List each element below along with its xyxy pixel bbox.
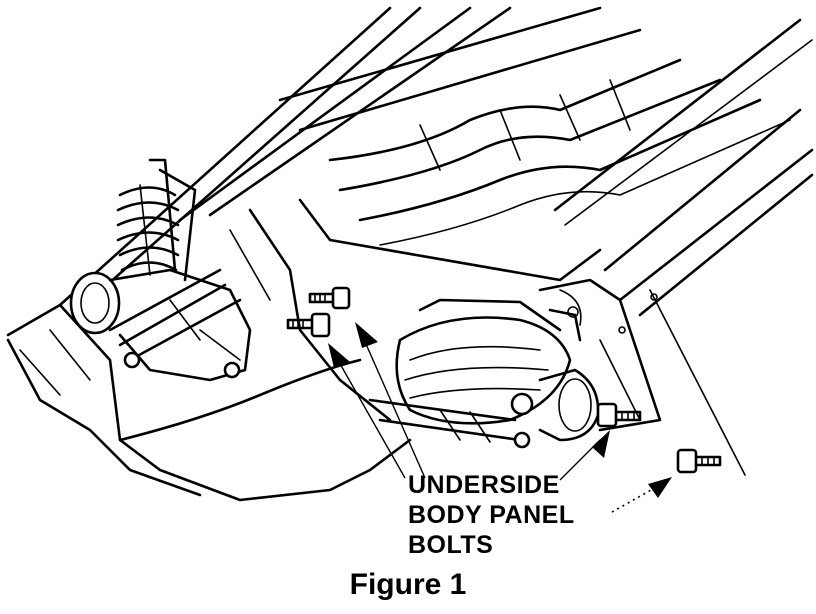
bolt-3: [596, 402, 642, 428]
right-hub-assembly: [368, 368, 600, 449]
left-hub-assembly: [69, 268, 252, 382]
differential-housing: [395, 289, 582, 425]
figure-caption: Figure 1: [349, 568, 467, 601]
callout-line-2: BODY PANEL: [408, 501, 575, 529]
bolt-1: [308, 286, 351, 310]
callout-line-3: BOLTS: [408, 531, 494, 559]
bolt-2: [286, 312, 331, 338]
frame-rails: [58, 6, 814, 317]
callout-label: UNDERSIDE BODY PANEL BOLTS: [408, 470, 575, 560]
callout-line-1: UNDERSIDE: [408, 471, 560, 499]
bolt-4: [676, 448, 722, 474]
right-body-panel: [538, 278, 746, 476]
leader-lines: [328, 322, 672, 513]
left-body-panel: [6, 208, 412, 502]
crossmembers: [278, 6, 791, 282]
coil-spring-strut: [116, 158, 197, 282]
